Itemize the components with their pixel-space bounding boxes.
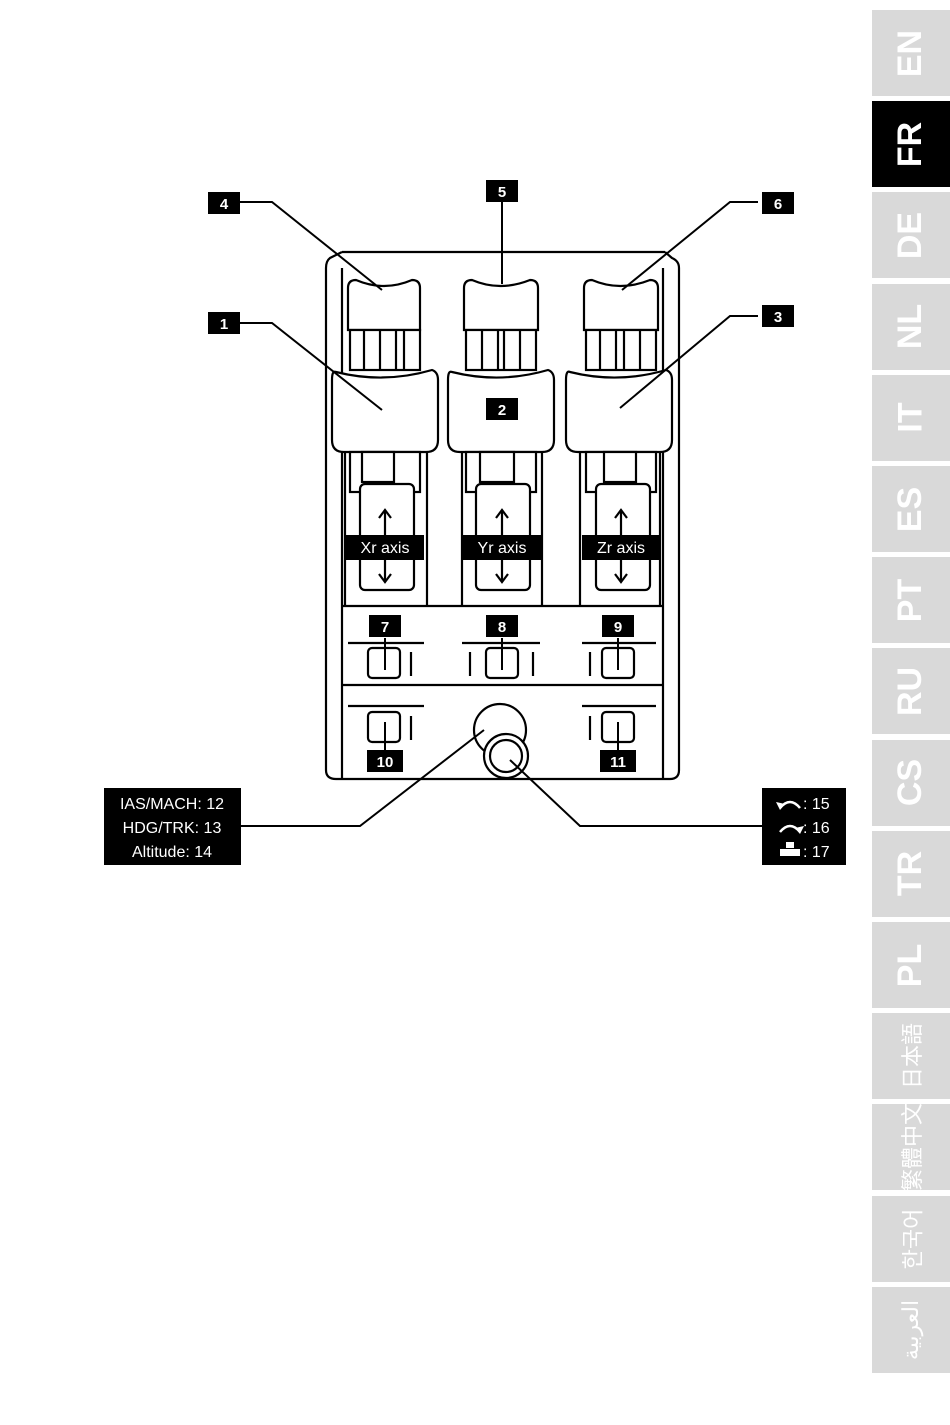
language-tab-13[interactable]: 한국어 — [872, 1196, 950, 1282]
language-tab-0[interactable]: EN — [872, 10, 950, 96]
language-tab-10[interactable]: PL — [872, 922, 950, 1008]
callout-2: 2 — [498, 402, 506, 419]
hat-legend-line-3: Altitude: 14 — [132, 844, 212, 861]
language-tab-label: PT — [891, 578, 930, 621]
language-tab-label: 한국어 — [895, 1208, 927, 1269]
language-tab-label: RU — [891, 667, 930, 716]
language-tab-12[interactable]: 繁體中文 — [872, 1104, 950, 1190]
language-tab-label: TR — [891, 851, 930, 896]
language-tab-7[interactable]: RU — [872, 648, 950, 734]
rotary-legend-ccw: : 15 — [803, 796, 830, 813]
callout-3: 3 — [774, 309, 782, 326]
language-tab-8[interactable]: CS — [872, 740, 950, 826]
language-tab-14[interactable]: العربية — [872, 1287, 950, 1373]
callout-10: 10 — [377, 754, 394, 771]
language-tab-4[interactable]: IT — [872, 375, 950, 461]
language-tab-label: FR — [891, 122, 930, 167]
language-tab-label: EN — [891, 29, 930, 76]
callout-9: 9 — [614, 619, 622, 636]
language-tab-label: العربية — [898, 1300, 924, 1360]
rotary-legend-cw: : 16 — [803, 820, 830, 837]
callout-11: 11 — [610, 754, 626, 771]
callout-7: 7 — [381, 619, 389, 636]
rotary-hat-knob — [474, 704, 528, 778]
callout-6: 6 — [774, 196, 782, 213]
hat-legend-line-2: HDG/TRK: 13 — [123, 820, 222, 837]
language-tab-2[interactable]: DE — [872, 192, 950, 278]
language-tab-label: ES — [891, 486, 930, 531]
throttle-diagram: Xr axis Yr axis Zr axis — [0, 0, 870, 1425]
language-tab-label: 日本語 — [895, 1023, 927, 1089]
language-tab-label: NL — [891, 304, 930, 349]
hat-legend-line-1: IAS/MACH: 12 — [120, 796, 224, 813]
axis-label-x: Xr axis — [361, 540, 410, 557]
axis-label-z: Zr axis — [597, 540, 645, 557]
callout-5: 5 — [498, 184, 506, 201]
language-tab-5[interactable]: ES — [872, 466, 950, 552]
language-tab-9[interactable]: TR — [872, 831, 950, 917]
language-tab-label: 繁體中文 — [895, 1104, 927, 1190]
language-tab-1[interactable]: FR — [872, 101, 950, 187]
rotary-legend-push: : 17 — [803, 844, 830, 861]
axis-label-y: Yr axis — [478, 540, 527, 557]
language-tab-label: DE — [891, 212, 930, 259]
callout-8: 8 — [498, 619, 506, 636]
language-tab-6[interactable]: PT — [872, 557, 950, 643]
callout-1: 1 — [220, 316, 228, 333]
language-tab-label: IT — [892, 403, 931, 433]
language-tab-3[interactable]: NL — [872, 284, 950, 370]
language-tab-label: PL — [891, 943, 930, 986]
language-tabs: EN FR DE NL IT ES PT RU CS TR PL 日本語繁體中文 한국어 العربية — [872, 0, 950, 1425]
callout-4: 4 — [220, 196, 229, 213]
language-tab-11[interactable]: 日本語 — [872, 1013, 950, 1099]
language-tab-label: CS — [891, 759, 930, 806]
